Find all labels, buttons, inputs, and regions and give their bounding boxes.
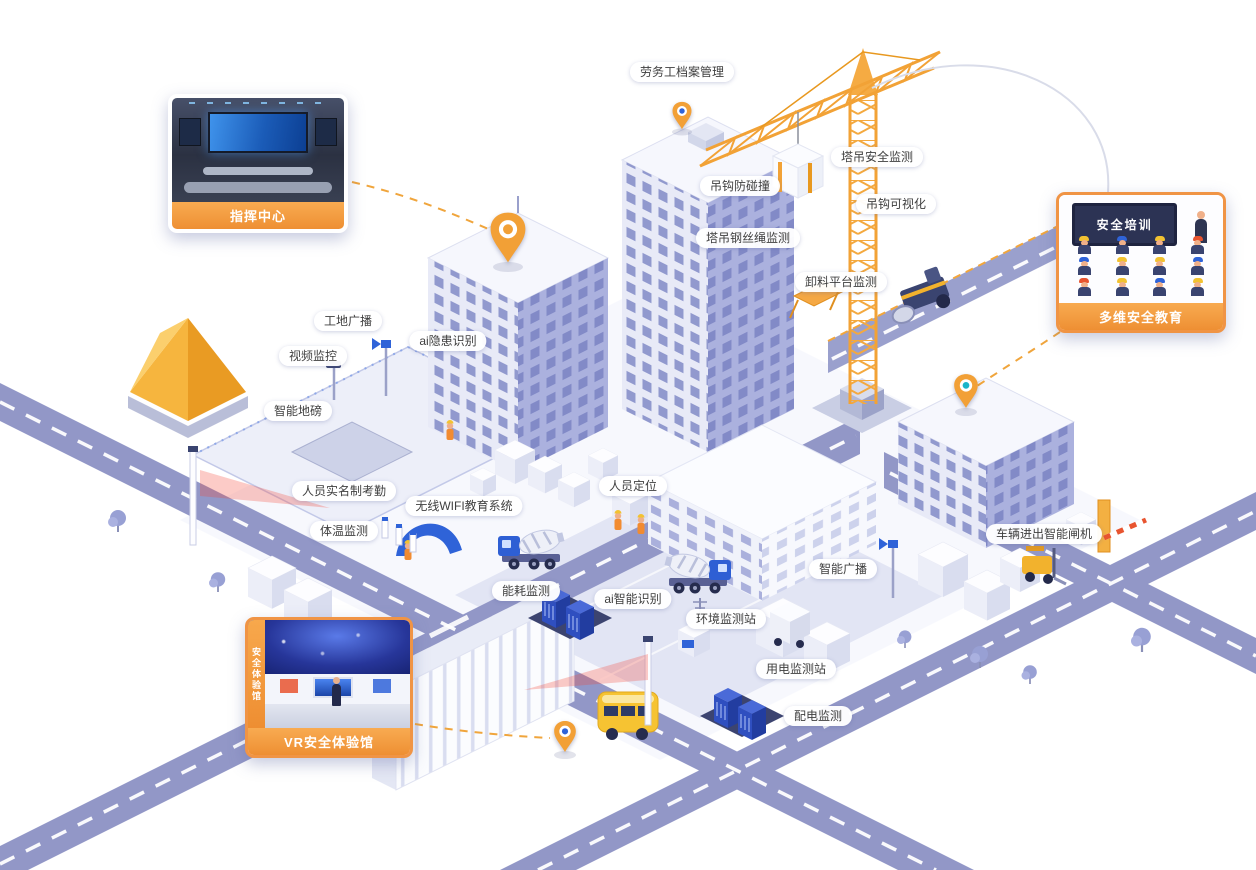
worker-figure [1068, 256, 1101, 278]
safety-education-label: 多维安全教育 [1059, 303, 1223, 330]
control-room-side-screen [314, 117, 338, 146]
worker-figure [1106, 277, 1139, 299]
forklift [1022, 546, 1067, 586]
tower-building-right [620, 116, 796, 452]
power-substations [528, 587, 784, 741]
vr-side-sign: 安全体验馆 [248, 620, 265, 728]
control-room-desk [184, 182, 332, 193]
vr-starry-ceiling [248, 620, 410, 674]
worker-figure [1181, 277, 1214, 299]
command-center-photo [172, 98, 344, 202]
control-room-main-screen [208, 111, 308, 154]
control-room-side-screen [178, 117, 202, 146]
access-gates [381, 499, 1147, 560]
vr-floor [248, 704, 410, 728]
road-paver [891, 266, 951, 324]
control-room-desk [202, 166, 314, 175]
vr-wall-poster [280, 679, 299, 694]
command-center-label: 指挥中心 [172, 202, 344, 229]
tower-building-left [426, 196, 610, 472]
worker-figure [1068, 277, 1101, 299]
scanner-pole-beam [524, 636, 653, 726]
worker-figure [1143, 277, 1176, 299]
worker-figure [1106, 256, 1139, 278]
command-center-card: 指挥中心 [168, 94, 348, 233]
safety-education-card: 安全培训 多维安全教育 [1056, 192, 1226, 333]
worker-figure [1143, 256, 1176, 278]
vehicles [496, 266, 1067, 740]
ceiling-lights [189, 102, 327, 105]
pin-shadows [493, 128, 977, 759]
safety-education-photo: 安全培训 [1059, 195, 1223, 303]
vr-wall-poster [372, 679, 391, 694]
glass-pyramid [128, 318, 248, 438]
white-van [770, 602, 810, 648]
vr-visitor-figure [332, 677, 342, 707]
worker-figure [1143, 235, 1176, 257]
loudspeaker-pole [372, 338, 391, 396]
connector-lines [351, 64, 1110, 739]
worker-figure [1181, 256, 1214, 278]
worker-audience [1066, 235, 1217, 299]
vr-hall-photo: 安全体验馆 [248, 620, 410, 728]
vr-experience-label: VR安全体验馆 [248, 728, 410, 755]
loudspeaker-pole [879, 538, 898, 598]
worker-figure [1068, 235, 1101, 257]
office-building-center [646, 424, 878, 601]
tower-crane [699, 48, 941, 433]
office-building-right [896, 377, 1076, 548]
worker-figure [1181, 235, 1214, 257]
vr-experience-card: 安全体验馆 VR安全体验馆 [245, 617, 413, 758]
worker-figure [1106, 235, 1139, 257]
